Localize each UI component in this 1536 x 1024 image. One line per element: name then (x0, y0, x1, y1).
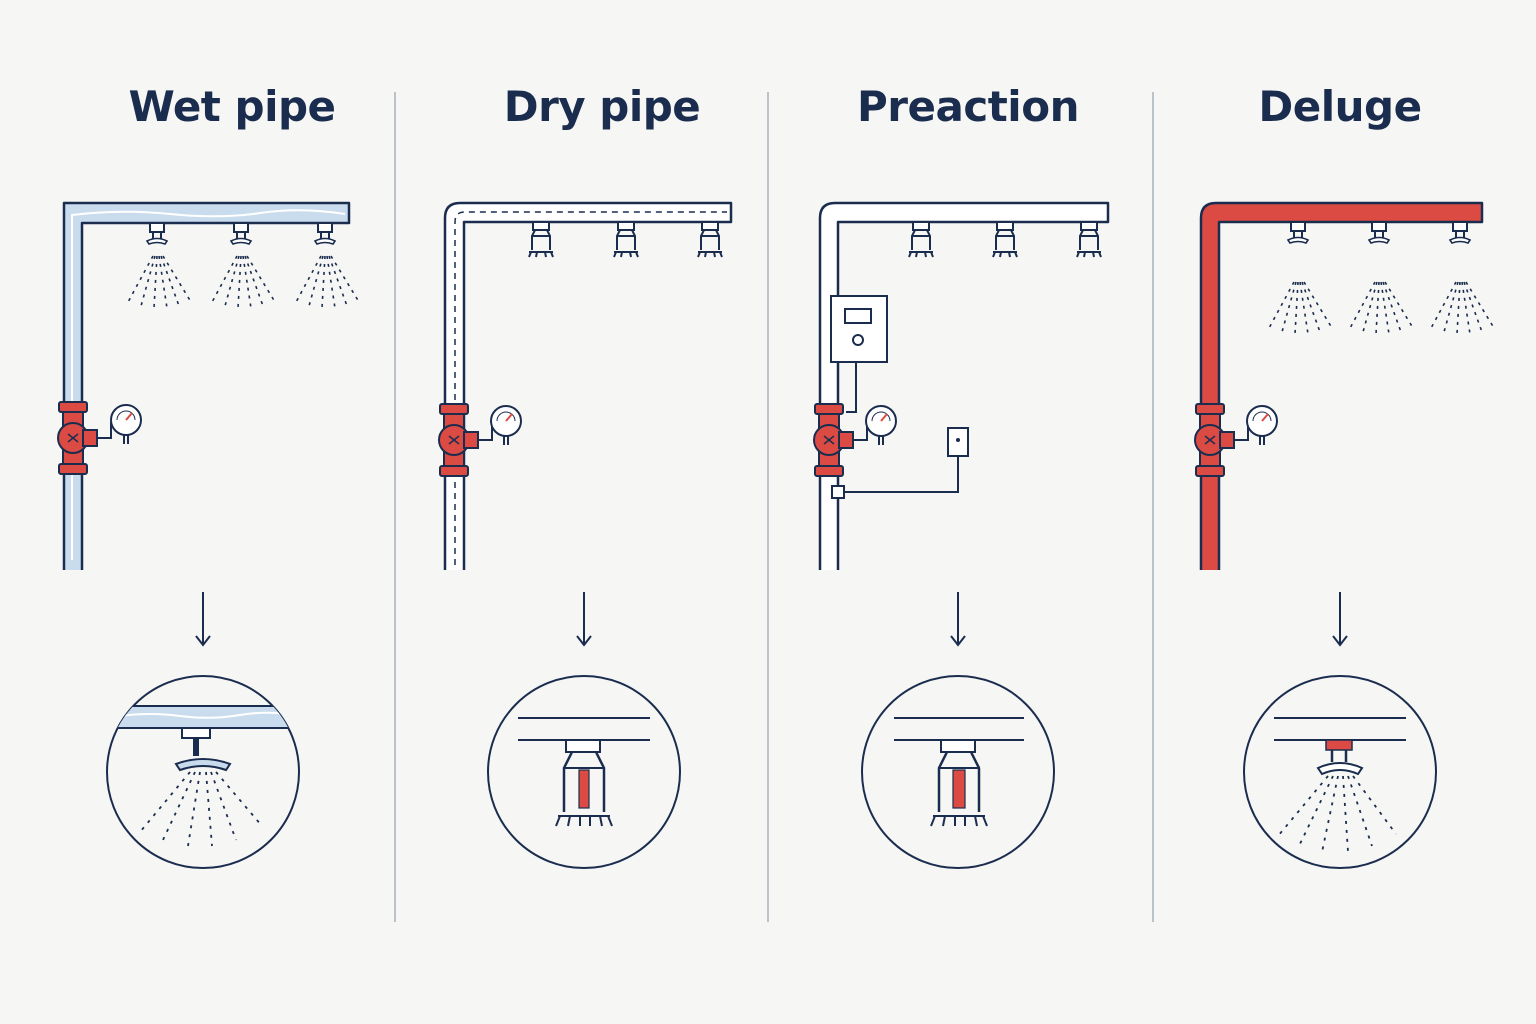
sprinkler-head-icon (697, 221, 723, 258)
water-spray-icon (126, 255, 192, 309)
arrow-down-icon (950, 592, 966, 647)
preaction-system (813, 201, 1110, 869)
pressure-gauge-icon (865, 405, 897, 446)
water-spray-icon (1267, 281, 1333, 335)
sprinkler-head-icon (992, 221, 1018, 258)
air-line (454, 211, 727, 565)
preaction-pipe (818, 201, 1110, 570)
pressure-gauge-icon (1246, 405, 1278, 446)
sprinkler-head-icon (1076, 221, 1102, 258)
detail-circle-wet (106, 675, 300, 869)
sprinkler-head-icon (1368, 221, 1390, 244)
title-wet-pipe: Wet pipe (128, 82, 336, 131)
sprinkler-head-icon (528, 221, 554, 258)
sprinkler-head-icon (908, 221, 934, 258)
dry-pipe (443, 201, 733, 570)
sprinkler-head-icon (314, 222, 336, 245)
control-panel-icon (830, 295, 888, 413)
sprinkler-head-icon (230, 222, 252, 245)
sprinkler-head-icon (1449, 221, 1471, 244)
wet-pipe (62, 201, 351, 570)
water-spray-icon (210, 255, 276, 309)
dry-pipe-system (438, 201, 733, 869)
title-dry-pipe: Dry pipe (503, 82, 701, 131)
detail-circle-dry (487, 675, 681, 869)
arrow-down-icon (195, 592, 211, 647)
pressure-gauge-icon (490, 405, 522, 446)
sprinkler-head-icon (613, 221, 639, 258)
water-spray-icon (1429, 281, 1495, 335)
column-dividers (394, 92, 1154, 922)
arrow-down-icon (576, 592, 592, 647)
water-fill-line (71, 209, 346, 560)
valve-icon (813, 403, 868, 477)
title-preaction: Preaction (857, 82, 1079, 131)
arrow-down-icon (1332, 592, 1348, 647)
water-spray-icon (294, 255, 360, 309)
detector-icon (831, 427, 969, 499)
sprinkler-head-icon (146, 222, 168, 245)
valve-icon (438, 403, 493, 477)
detail-circle-preaction (861, 675, 1055, 869)
valve-icon (57, 401, 112, 475)
water-spray-icon (1348, 281, 1414, 335)
title-deluge: Deluge (1258, 82, 1422, 131)
valve-icon (1194, 403, 1249, 477)
detail-circle-deluge (1243, 675, 1437, 869)
deluge-pipe (1199, 201, 1484, 570)
pressure-gauge-icon (110, 404, 142, 445)
deluge-system (1194, 201, 1495, 869)
wet-pipe-system (57, 201, 360, 869)
sprinkler-head-icon (1287, 221, 1309, 244)
